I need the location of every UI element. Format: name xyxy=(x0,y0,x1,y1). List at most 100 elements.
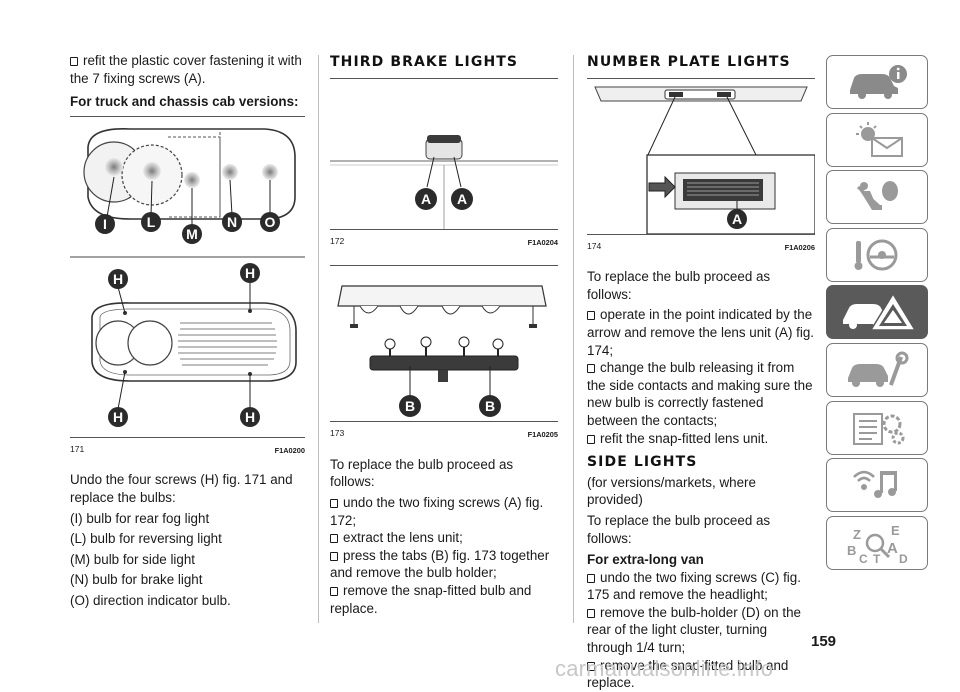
figure-code: F1A0206 xyxy=(784,242,815,252)
sidebar-tab-car-info[interactable] xyxy=(826,55,928,109)
figure-number: 172 xyxy=(330,235,345,246)
watermark: carmanualsonline.info xyxy=(555,656,774,681)
checkbox-bullet-icon xyxy=(587,364,595,374)
callout-I: I xyxy=(95,176,115,234)
svg-text:B: B xyxy=(405,398,415,414)
number-plate-light-diagram: A xyxy=(594,86,815,234)
list-item: refit the snap-fitted lens unit. xyxy=(587,430,815,448)
column-divider xyxy=(573,55,574,623)
callout-H-top-left: H xyxy=(108,268,128,313)
svg-text:H: H xyxy=(113,409,123,425)
callout-H-top-right: H xyxy=(240,262,260,311)
figure-171: I L M N O H H H H 171 xyxy=(70,115,305,460)
svg-text:A: A xyxy=(421,191,431,207)
list-item: (I) bulb for rear fog light xyxy=(70,510,210,526)
sidebar-tab-multimedia[interactable] xyxy=(826,458,928,513)
checkbox-bullet-icon xyxy=(330,498,338,508)
column-2: THIRD BRAKE LIGHTS A A 172 F1A0204 xyxy=(330,52,558,617)
figure-172: A A 172 F1A0204 xyxy=(330,77,558,252)
svg-text:Z: Z xyxy=(853,527,861,542)
column-divider xyxy=(318,55,319,623)
figure-174: A 174 F1A0206 xyxy=(587,77,815,257)
subheading: For extra-long van xyxy=(587,552,704,568)
bulb-holder-diagram: B B xyxy=(337,285,547,418)
sidebar-tab-warning-lights[interactable] xyxy=(826,112,928,167)
sidebar-tab-index[interactable]: Z E B A C T D xyxy=(826,515,928,570)
callout-A-left: A xyxy=(415,187,437,210)
figure-code: F1A0200 xyxy=(274,445,305,455)
checkbox-bullet-icon xyxy=(330,586,338,596)
list-item: refit the plastic cover fastening it wit… xyxy=(70,53,302,86)
third-brake-light-diagram: A A xyxy=(330,134,558,229)
sidebar-tab-emergency[interactable] xyxy=(826,285,928,340)
figure-caption: 174 F1A0206 xyxy=(587,238,815,257)
list-item: (M) bulb for side light xyxy=(70,551,196,567)
checkbox-bullet-icon xyxy=(587,311,595,321)
callout-H-bottom-left: H xyxy=(108,371,128,427)
callout-O: O xyxy=(260,179,280,232)
list-item: remove the bulb-holder (D) on the rear o… xyxy=(587,604,801,656)
paragraph: (for versions/markets, where provided) xyxy=(587,474,756,508)
multimedia-icon xyxy=(853,470,897,499)
figure-code: F1A0204 xyxy=(527,237,558,247)
sidebar-tab-maintenance[interactable] xyxy=(826,342,928,397)
sidebar-tab-technical-data[interactable] xyxy=(826,400,928,455)
figure-code: F1A0205 xyxy=(527,430,558,440)
list-item: extract the lens unit; xyxy=(330,529,558,547)
callout-L: L xyxy=(141,180,161,232)
index-letters-icon: Z E B A C T D xyxy=(847,523,908,565)
maintenance-tools-icon xyxy=(848,351,909,387)
svg-text:H: H xyxy=(245,265,255,281)
tail-light-cluster-diagram: I L M N O H H H H xyxy=(70,127,305,427)
checkbox-bullet-icon xyxy=(330,534,338,544)
figure-number: 171 xyxy=(70,443,85,454)
section-heading: NUMBER PLATE LIGHTS xyxy=(587,54,791,70)
emergency-breakdown-icon xyxy=(843,292,917,332)
svg-text:B: B xyxy=(847,543,856,558)
svg-text:T: T xyxy=(873,552,881,565)
figure-caption: 173 F1A0205 xyxy=(330,425,558,444)
figure-caption: 172 F1A0204 xyxy=(330,233,558,252)
callout-A: A xyxy=(727,208,747,229)
chapter-sidebar: Z E B A C T D xyxy=(826,55,931,573)
callout-A-right: A xyxy=(451,187,473,210)
sidebar-tab-starting-driving[interactable] xyxy=(826,227,928,282)
subheading: For truck and chassis cab versions: xyxy=(70,94,299,110)
callout-M: M xyxy=(182,187,202,244)
svg-text:A: A xyxy=(457,191,467,207)
paragraph: To replace the bulb proceed as follows: xyxy=(330,456,514,490)
svg-text:H: H xyxy=(245,409,255,425)
page-number: 159 xyxy=(811,633,837,650)
figure-caption: 171 F1A0200 xyxy=(70,441,305,460)
list-item: press the tabs (B) fig. 173 together and… xyxy=(330,547,550,581)
list-item: remove the snap-fitted bulb and replace. xyxy=(330,582,532,616)
checkbox-bullet-icon xyxy=(587,434,595,444)
column-3: NUMBER PLATE LIGHTS A 174 F1A0206 To rep… xyxy=(587,52,815,692)
svg-text:I: I xyxy=(103,216,107,232)
checkbox-bullet-icon xyxy=(587,573,595,583)
checkbox-bullet-icon xyxy=(330,551,338,561)
list-item: change the bulb releasing it from the si… xyxy=(587,360,813,428)
callout-H-bottom-right: H xyxy=(240,373,260,427)
svg-text:D: D xyxy=(899,552,908,565)
paragraph: To replace the bulb proceed as follows: xyxy=(587,512,771,546)
checkbox-bullet-icon xyxy=(587,661,595,671)
safety-airbag-icon xyxy=(856,181,898,211)
section-heading: THIRD BRAKE LIGHTS xyxy=(330,54,519,70)
callout-B-right: B xyxy=(479,395,501,418)
list-item: (N) bulb for brake light xyxy=(70,572,203,588)
svg-text:N: N xyxy=(227,214,237,230)
sidebar-tab-safety[interactable] xyxy=(826,170,928,225)
svg-text:C: C xyxy=(859,552,868,565)
steering-key-icon xyxy=(854,239,898,271)
figure-number: 173 xyxy=(330,428,345,439)
warning-lights-icon xyxy=(856,121,903,157)
paragraph: To replace the bulb proceed as follows: xyxy=(587,269,771,302)
car-info-icon xyxy=(850,65,907,99)
svg-text:E: E xyxy=(891,523,900,538)
paragraph: Undo the four screws (H) fig. 171 and re… xyxy=(70,472,293,505)
list-item: (O) direction indicator bulb. xyxy=(70,592,231,608)
callout-N: N xyxy=(222,179,242,232)
list-item: undo the two fixing screws (A) fig. 172; xyxy=(330,494,544,528)
section-heading: SIDE LIGHTS xyxy=(587,454,698,471)
